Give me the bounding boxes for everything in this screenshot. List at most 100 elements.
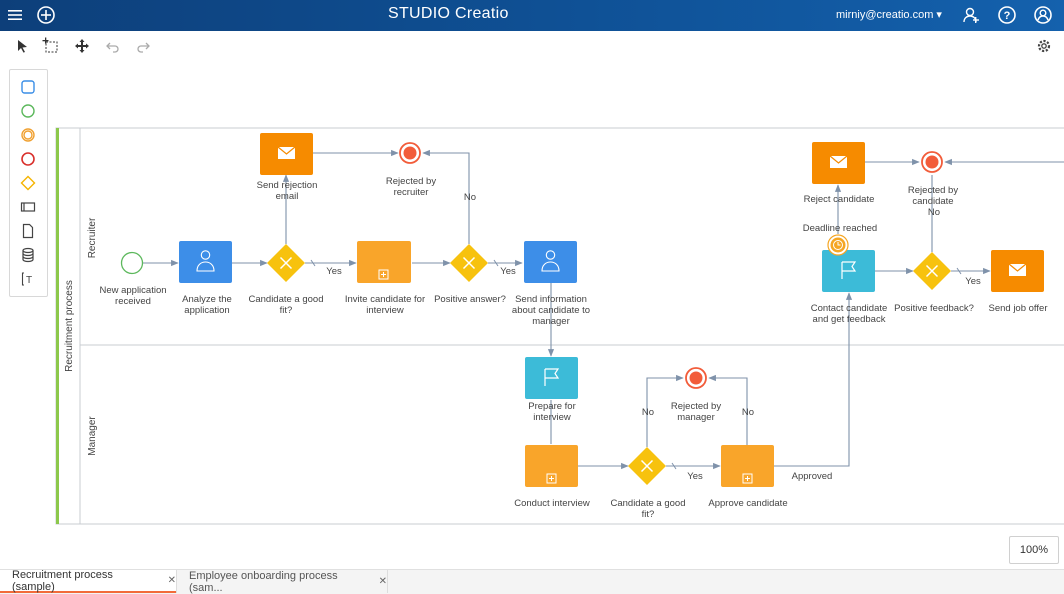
gateway-candidate-fit-2[interactable] bbox=[628, 447, 666, 485]
caption-contact: Contact candidate and get feedback bbox=[810, 303, 888, 325]
end-event-rejected-candidate[interactable] bbox=[921, 151, 943, 173]
redo-icon[interactable] bbox=[134, 37, 152, 55]
data-object-icon[interactable] bbox=[19, 222, 37, 240]
flow-condition-markers bbox=[310, 259, 962, 470]
flag-icon bbox=[544, 368, 560, 386]
menu-icon[interactable] bbox=[4, 4, 26, 26]
tab-label: Recruitment process (sample) bbox=[12, 568, 113, 593]
caption-send-info: Send information about candidate to mana… bbox=[511, 294, 591, 327]
clock-icon bbox=[833, 240, 843, 250]
caption-candidate-fit: Candidate a good fit? bbox=[248, 294, 324, 316]
envelope-icon bbox=[277, 146, 296, 159]
pan-tool-icon[interactable] bbox=[73, 37, 91, 55]
caption-prepare: Prepare for interview bbox=[528, 401, 576, 423]
lane-icon[interactable] bbox=[19, 198, 37, 216]
add-circle-icon[interactable] bbox=[35, 4, 57, 26]
flow-label-yes: Yes bbox=[687, 471, 703, 482]
caption-positive-answer: Positive answer? bbox=[434, 294, 506, 305]
user-menu[interactable]: mirniy@creatio.com ▾ bbox=[836, 8, 942, 21]
flow-label-no: No bbox=[928, 207, 940, 218]
flag-icon bbox=[841, 261, 857, 279]
caption-rejected-recruiter: Rejected by recruiter bbox=[385, 176, 437, 198]
subprocess-conduct-interview[interactable] bbox=[525, 445, 578, 487]
process-pool[interactable] bbox=[55, 127, 1064, 525]
process-tabs-bar: Recruitment process (sample) ✕ Employee … bbox=[0, 569, 1064, 594]
tab-employee-onboarding[interactable]: Employee onboarding process (sam... ✕ bbox=[176, 569, 388, 594]
flow-label-yes: Yes bbox=[965, 276, 981, 287]
top-header: STUDIO Creatio mirniy@creatio.com ▾ ? bbox=[0, 0, 1064, 31]
caption-rejected-manager: Rejected by manager bbox=[670, 401, 722, 423]
start-event-icon[interactable] bbox=[19, 102, 37, 120]
caption-invite: Invite candidate for interview bbox=[344, 294, 426, 316]
flow-label-no: No bbox=[742, 407, 754, 418]
flow-label-yes: Yes bbox=[500, 266, 516, 277]
end-event-icon[interactable] bbox=[19, 150, 37, 168]
zoom-level-button[interactable]: 100% bbox=[1009, 536, 1059, 564]
envelope-icon bbox=[1008, 263, 1027, 276]
profile-icon[interactable] bbox=[1032, 4, 1054, 26]
task-send-job-offer[interactable] bbox=[991, 250, 1044, 292]
caption-new-application: New application received bbox=[99, 285, 167, 307]
flow-label-approved: Approved bbox=[792, 471, 833, 482]
task-prepare-interview[interactable] bbox=[525, 357, 578, 399]
designer-toolbar bbox=[0, 31, 1064, 61]
gateway-positive-answer[interactable] bbox=[450, 244, 488, 282]
timer-boundary-event[interactable] bbox=[827, 234, 849, 256]
start-event[interactable] bbox=[120, 251, 144, 275]
add-user-icon[interactable] bbox=[960, 4, 982, 26]
flow-label-no: No bbox=[464, 192, 476, 203]
caption-job-offer: Send job offer bbox=[988, 303, 1048, 314]
gateway-positive-feedback[interactable] bbox=[913, 252, 951, 290]
caption-approve: Approve candidate bbox=[708, 498, 788, 509]
svg-text:T: T bbox=[26, 275, 32, 286]
flow-label-yes: Yes bbox=[326, 266, 342, 277]
pointer-tool-icon[interactable] bbox=[13, 37, 31, 55]
caption-rejected-candidate: Rejected by candidate bbox=[907, 185, 959, 207]
intermediate-event-icon[interactable] bbox=[19, 126, 37, 144]
caption-analyze: Analyze the application bbox=[182, 294, 232, 316]
user-email: mirniy@creatio.com bbox=[836, 9, 934, 21]
caption-reject-candidate: Reject candidate bbox=[803, 194, 875, 205]
end-event-rejected-recruiter[interactable] bbox=[399, 142, 421, 164]
expand-plus-icon bbox=[378, 269, 389, 280]
lane-manager-label: Manager bbox=[87, 416, 98, 456]
caption-candidate-fit-2: Candidate a good fit? bbox=[610, 498, 686, 520]
task-send-rejection-email[interactable] bbox=[260, 133, 313, 175]
gateway-candidate-fit[interactable] bbox=[267, 244, 305, 282]
task-reject-candidate[interactable] bbox=[812, 142, 865, 184]
caption-conduct: Conduct interview bbox=[514, 498, 590, 509]
task-send-info-manager[interactable] bbox=[524, 241, 577, 283]
settings-gear-icon[interactable] bbox=[1035, 37, 1053, 55]
envelope-icon bbox=[829, 155, 848, 168]
task-contact-candidate[interactable] bbox=[822, 250, 875, 292]
caption-deadline: Deadline reached bbox=[802, 223, 878, 234]
task-shape-icon[interactable] bbox=[19, 78, 37, 96]
element-palette: T bbox=[9, 69, 48, 297]
chevron-down-icon: ▾ bbox=[936, 9, 942, 21]
close-icon[interactable]: ✕ bbox=[167, 575, 176, 586]
task-analyze-application[interactable] bbox=[179, 241, 232, 283]
undo-icon[interactable] bbox=[104, 37, 122, 55]
text-annotation-icon[interactable]: T bbox=[19, 270, 37, 288]
tab-label: Employee onboarding process (sam... bbox=[189, 569, 338, 594]
lane-recruiter-label: Recruiter bbox=[87, 217, 98, 258]
svg-text:?: ? bbox=[1004, 10, 1011, 22]
subprocess-invite-candidate[interactable] bbox=[357, 241, 411, 283]
user-task-icon bbox=[196, 250, 215, 272]
expand-plus-icon bbox=[742, 473, 753, 484]
end-event-rejected-manager[interactable] bbox=[685, 367, 707, 389]
caption-send-rejection: Send rejection email bbox=[256, 180, 318, 202]
tab-recruitment-process[interactable]: Recruitment process (sample) ✕ bbox=[0, 568, 176, 593]
help-icon[interactable]: ? bbox=[996, 4, 1018, 26]
subprocess-approve-candidate[interactable] bbox=[721, 445, 774, 487]
sequence-flows bbox=[143, 149, 1064, 470]
lasso-select-icon[interactable] bbox=[42, 37, 60, 55]
gateway-icon[interactable] bbox=[19, 174, 37, 192]
flow-label-no: No bbox=[642, 407, 654, 418]
data-store-icon[interactable] bbox=[19, 246, 37, 264]
expand-plus-icon bbox=[546, 473, 557, 484]
app-brand: STUDIO Creatio bbox=[388, 5, 509, 22]
caption-positive-feedback: Positive feedback? bbox=[894, 303, 974, 314]
close-icon[interactable]: ✕ bbox=[378, 576, 387, 587]
